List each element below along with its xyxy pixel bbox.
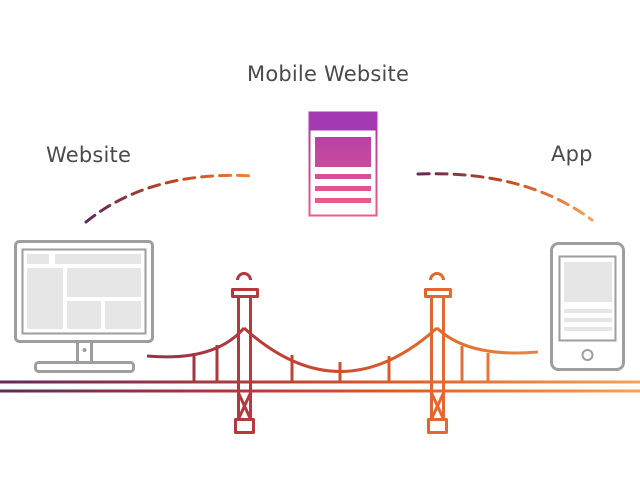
desktop-monitor-icon	[14, 240, 154, 373]
bridge-cable-right	[435, 326, 539, 355]
bridge-tower-right	[429, 272, 445, 281]
mobile-website-label: Mobile Website	[247, 62, 410, 86]
bridge-tower-left	[236, 272, 252, 281]
suspension-bridge-icon	[0, 272, 640, 434]
mobile-page-icon	[308, 111, 378, 217]
website-label: Website	[46, 143, 132, 167]
connection-arc-left	[84, 173, 256, 224]
connection-arc-right	[416, 172, 594, 222]
bridge-cable-left	[146, 327, 246, 359]
app-label: App	[551, 142, 593, 166]
tablet-device-icon	[550, 242, 625, 371]
